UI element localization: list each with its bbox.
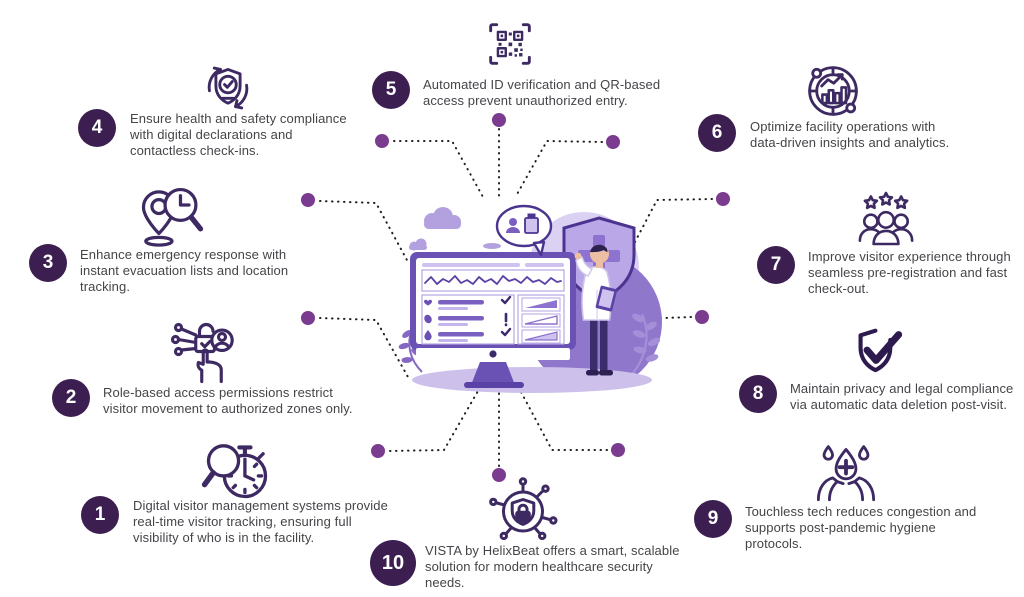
connector-dots xyxy=(301,113,730,482)
connector-dot-10 xyxy=(492,468,506,482)
step-2-number: 2 xyxy=(65,387,77,408)
connector-dot-2 xyxy=(301,311,315,325)
connector-dot-6 xyxy=(606,135,620,149)
step-4-number: 4 xyxy=(91,117,103,138)
step-3-description: Enhance emergency response with instant … xyxy=(80,247,289,295)
magnifier-stopwatch-icon xyxy=(199,430,275,506)
laurel-branch-right xyxy=(631,313,661,375)
monitor xyxy=(410,252,576,388)
step-3-number: 3 xyxy=(42,252,54,273)
step-8-number: 8 xyxy=(752,383,764,404)
screen-checklist xyxy=(421,294,515,345)
connector-line-2 xyxy=(319,317,409,378)
step-5-description: Automated ID verification and QR-based a… xyxy=(423,77,661,109)
cloud-shapes xyxy=(409,207,501,251)
connector-lines xyxy=(319,128,713,467)
secure-network-lock-icon xyxy=(487,474,559,546)
connector-line-7 xyxy=(625,198,713,260)
monitor-stand xyxy=(471,362,515,385)
step-4-number-badge: 4 xyxy=(78,109,116,147)
step-6-description: Optimize facility operations with data-d… xyxy=(750,119,950,151)
role-access-hand-icon xyxy=(168,314,240,386)
doctor-raised-hand xyxy=(574,252,582,260)
step-6-number-badge: 6 xyxy=(698,114,736,152)
step-9-description: Touchless tech reduces congestion and su… xyxy=(745,504,977,552)
center-illustration xyxy=(398,204,662,393)
monitor-base xyxy=(464,382,524,388)
step-7-number-badge: 7 xyxy=(757,246,795,284)
connector-dot-3 xyxy=(301,193,315,207)
step-10-number: 10 xyxy=(381,551,405,574)
connector-dot-7 xyxy=(716,192,730,206)
screen-mini-charts xyxy=(517,294,565,345)
step-8-number-badge: 8 xyxy=(739,375,777,413)
qr-code-icon xyxy=(481,15,539,73)
step-3-number-badge: 3 xyxy=(29,244,67,282)
shield-check-sync-icon xyxy=(195,55,261,121)
hygiene-hands-icon xyxy=(812,436,880,504)
step-10-number-badge: 10 xyxy=(370,540,416,586)
connector-dot-5 xyxy=(492,113,506,127)
connector-line-6 xyxy=(515,139,603,197)
location-pin-search-icon xyxy=(135,178,209,252)
step-10-description: VISTA by HelixBeat offers a smart, scala… xyxy=(425,543,680,591)
step-4-description: Ensure health and safety compliance with… xyxy=(130,111,347,159)
speech-bubble xyxy=(495,204,553,257)
screen-waveform xyxy=(421,269,565,292)
step-5-number-badge: 5 xyxy=(372,71,410,109)
privacy-shield-check-icon xyxy=(847,321,909,383)
step-9-number-badge: 9 xyxy=(694,500,732,538)
connector-dot-8 xyxy=(695,310,709,324)
ground-shadow xyxy=(412,367,652,393)
analytics-gauge-icon xyxy=(799,57,867,125)
step-6-number: 6 xyxy=(711,122,723,143)
doctor-clipboard xyxy=(595,285,618,312)
step-1-number: 1 xyxy=(94,504,106,525)
monitor-power-button xyxy=(489,350,497,358)
connector-line-4 xyxy=(393,140,484,198)
step-2-description: Role-based access permissions restrict v… xyxy=(103,385,353,417)
connector-line-9 xyxy=(520,391,608,451)
step-7-description: Improve visitor experience through seaml… xyxy=(808,249,1011,297)
doctor-figure xyxy=(574,244,618,376)
step-9-number: 9 xyxy=(707,508,719,529)
connector-line-3 xyxy=(319,200,409,263)
connector-dot-1 xyxy=(371,444,385,458)
step-5-number: 5 xyxy=(385,79,397,100)
step-8-description: Maintain privacy and legal compliance vi… xyxy=(790,381,1014,413)
step-1-description: Digital visitor management systems provi… xyxy=(133,498,388,546)
connector-dot-4 xyxy=(375,134,389,148)
doctor-hair xyxy=(590,244,608,253)
visitors-stars-icon xyxy=(853,189,919,255)
connector-line-1 xyxy=(389,390,479,452)
step-2-number-badge: 2 xyxy=(52,379,90,417)
step-1-number-badge: 1 xyxy=(81,496,119,534)
connector-dot-9 xyxy=(611,443,625,457)
step-7-number: 7 xyxy=(770,254,782,275)
